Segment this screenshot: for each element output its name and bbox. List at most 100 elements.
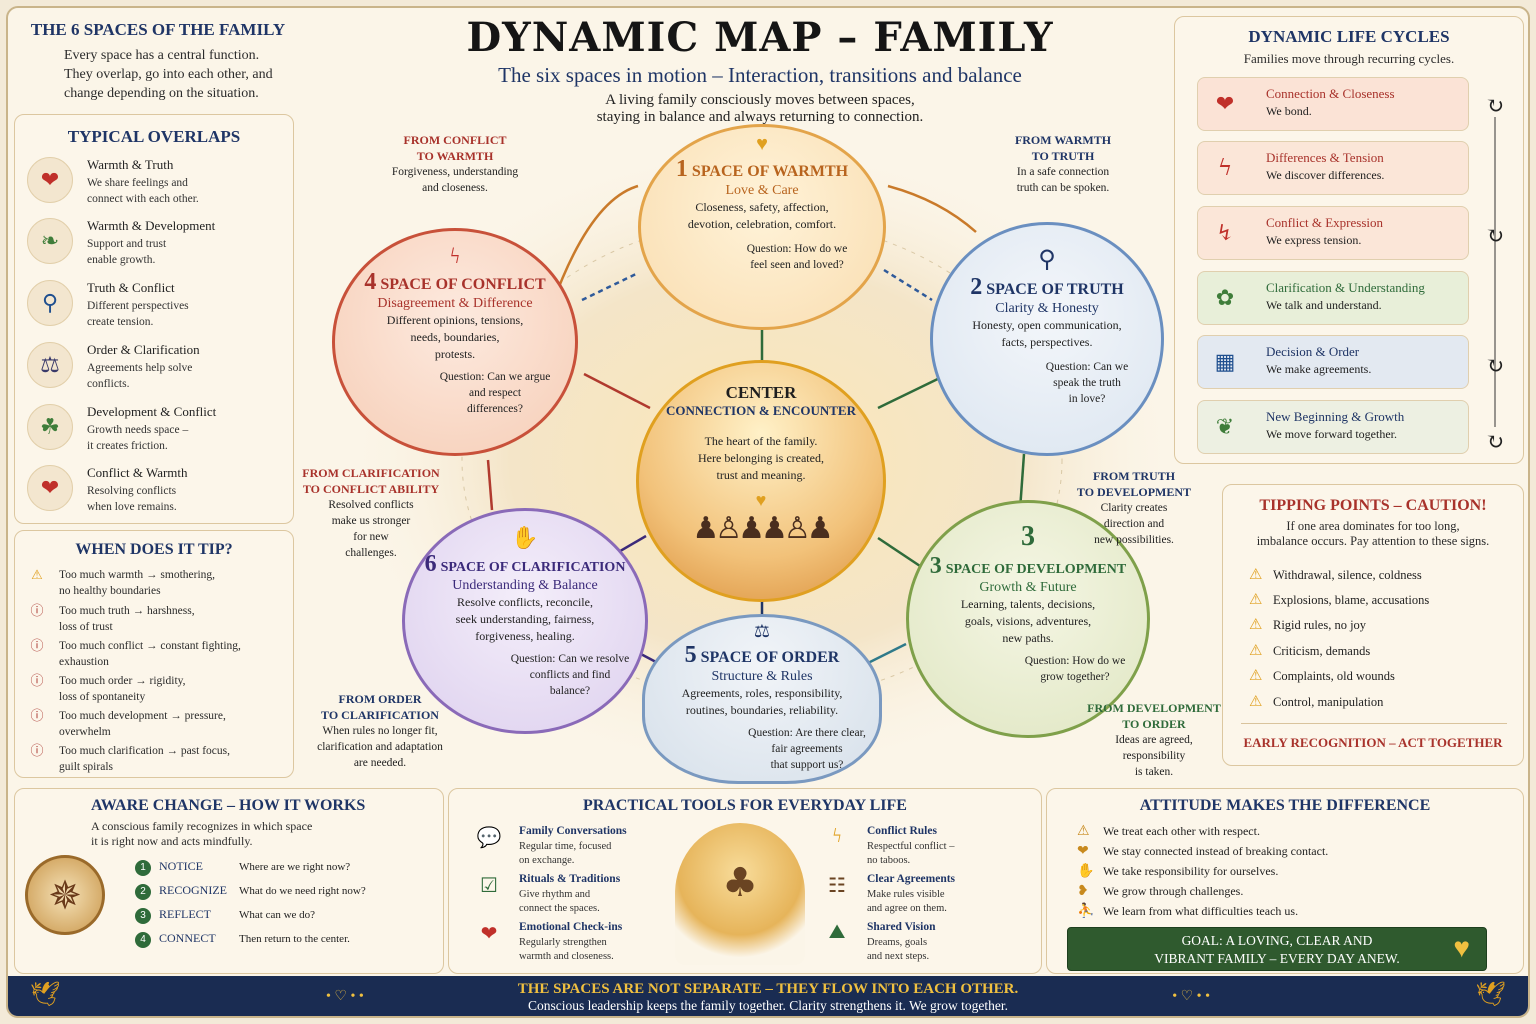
cycle-title: Differences & Tension bbox=[1266, 150, 1384, 165]
transition-title-2: TO TRUTH bbox=[1031, 149, 1095, 163]
order-question-2: fair agreements bbox=[771, 743, 843, 755]
overlap-desc: Resolving conflicts when love remains. bbox=[87, 483, 287, 515]
space-order[interactable]: ⚖ 5 SPACE OF ORDER Structure & Rules Agr… bbox=[642, 614, 882, 784]
tool-desc-2: warmth and closeness. bbox=[519, 951, 614, 962]
heart-hands-icon: ❥ bbox=[1077, 884, 1089, 899]
transition-title-1: FROM WARMTH bbox=[1014, 133, 1112, 147]
page-subtitle: The six spaces in motion – Interaction, … bbox=[498, 63, 1022, 87]
cycle-icon: ✿ bbox=[1215, 286, 1235, 311]
clarification-desc-1: Resolve conflicts, reconcile, bbox=[457, 595, 593, 609]
development-question-2: grow together? bbox=[1040, 671, 1110, 683]
transition-title-2: TO WARMTH bbox=[416, 149, 494, 163]
warmth-desc-1: Closeness, safety, affection, bbox=[695, 200, 829, 214]
overlap-desc-2: when love remains. bbox=[87, 501, 177, 513]
tipping-item: ⚠Withdrawal, silence, coldness bbox=[1249, 565, 1422, 584]
clarification-question-1: Question: Can we resolve bbox=[510, 653, 630, 665]
six-spaces-line-3: change depending on the situation. bbox=[64, 86, 259, 101]
arrow-conflict-warmth bbox=[550, 184, 639, 306]
cycle-desc: We express tension. bbox=[1266, 233, 1362, 247]
center-heart-icon: ♥ bbox=[755, 490, 767, 510]
heart-icon: ❤ bbox=[27, 465, 73, 511]
conflict-subtitle: Disagreement & Difference bbox=[377, 296, 533, 311]
clarification-desc-3: forgiveness, healing. bbox=[475, 629, 575, 643]
alert-circle-icon: ⓘ bbox=[30, 708, 44, 723]
aware-line-1: A conscious family recognizes in which s… bbox=[91, 819, 313, 833]
conflict-question-2: and respect bbox=[468, 387, 522, 399]
truth-question-3: in love? bbox=[1068, 393, 1106, 405]
tipping-line-2: imbalance occurs. Pay attention to these… bbox=[1256, 534, 1490, 548]
tool-desc-2: and agree on them. bbox=[867, 903, 947, 914]
warmth-desc-2: devotion, celebration, comfort. bbox=[687, 217, 837, 231]
transition-desc-3: are needed. bbox=[353, 757, 407, 769]
space-warmth[interactable]: ♥ 1 SPACE OF WARMTH Love & Care Closenes… bbox=[638, 124, 886, 330]
cycle-title: Conflict & Expression bbox=[1266, 215, 1383, 230]
conflict-question-1: Question: Can we argue bbox=[439, 371, 551, 383]
attitude-item: ✋We take responsibility for ourselves. bbox=[1077, 863, 1278, 880]
speech-bubble-icon: 💬 bbox=[476, 827, 502, 849]
tools-panel: PRACTICAL TOOLS FOR EVERYDAY LIFE 💬Famil… bbox=[448, 788, 1042, 974]
ornament-icon: • ♡ • • bbox=[1172, 989, 1210, 1004]
alert-circle-icon: ⓘ bbox=[30, 603, 44, 618]
conflict-question-3: differences? bbox=[467, 403, 523, 415]
space-conflict[interactable]: ϟ 4 SPACE OF CONFLICT Disagreement & Dif… bbox=[332, 228, 578, 456]
space-development[interactable]: 3 3 SPACE OF DEVELOPMENT Growth & Future… bbox=[906, 500, 1150, 738]
transition-title-1: FROM ORDER bbox=[338, 692, 422, 706]
attitude-text: We treat each other with respect. bbox=[1103, 824, 1260, 838]
attitude-panel: ATTITUDE MAKES THE DIFFERENCE ⚠We treat … bbox=[1046, 788, 1524, 974]
overlap-title: Warmth & Development bbox=[87, 218, 216, 233]
transition-desc-2: direction and bbox=[1103, 518, 1165, 530]
overlap-desc-1: Resolving conflicts bbox=[87, 485, 177, 497]
warning-icon: ⚠ bbox=[31, 567, 43, 582]
sprout-icon: ☘ bbox=[27, 404, 73, 450]
warmth-subtitle: Love & Care bbox=[725, 183, 799, 198]
person-icon: ⛹ bbox=[1077, 904, 1095, 919]
tipping-item: ⚠Control, manipulation bbox=[1249, 692, 1383, 711]
footer-line-1: THE SPACES ARE NOT SEPARATE – THEY FLOW … bbox=[517, 981, 1019, 997]
space-truth[interactable]: ⚲ 2 SPACE OF TRUTH Clarity & Honesty Hon… bbox=[930, 222, 1164, 456]
tipping-line-1: If one area dominates for too long, bbox=[1286, 519, 1460, 533]
tip-item: ⚠Too much warmth → smothering,no healthy… bbox=[29, 567, 294, 599]
clarification-desc-2: seek understanding, fairness, bbox=[455, 612, 595, 626]
order-subtitle: Structure & Rules bbox=[711, 669, 813, 684]
transition-desc-2: make us stronger bbox=[331, 515, 411, 527]
space-clarification[interactable]: ✋ 6 SPACE OF CLARIFICATION Understanding… bbox=[402, 508, 648, 734]
six-spaces-intro: THE 6 SPACES OF THE FAMILY Every space h… bbox=[18, 20, 298, 103]
development-number: 3 bbox=[929, 553, 942, 579]
life-cycles-title: DYNAMIC LIFE CYCLES bbox=[1248, 27, 1450, 46]
tipping-item: ⚠Explosions, blame, accusations bbox=[1249, 590, 1429, 609]
arrow-dashed-right bbox=[883, 268, 933, 302]
transition-warmth-truth: FROM WARMTH TO TRUTH In a safe connectio… bbox=[978, 132, 1148, 196]
refresh-icon: ↻ bbox=[1486, 354, 1504, 379]
refresh-icon: ↻ bbox=[1486, 224, 1504, 249]
tool-desc: Respectful conflict –no taboos. bbox=[867, 840, 987, 868]
transition-desc-3: for new bbox=[353, 531, 389, 543]
leaf-icon: ❧ bbox=[27, 218, 73, 264]
divider bbox=[1241, 723, 1507, 724]
overlap-desc-1: We share feelings and bbox=[87, 177, 188, 189]
warmth-number: 1 bbox=[675, 156, 688, 182]
clarification-subtitle: Understanding & Balance bbox=[452, 578, 598, 593]
footer-banner: THE SPACES ARE NOT SEPARATE – THEY FLOW … bbox=[8, 976, 1528, 1016]
attitude-item: ⚠We treat each other with respect. bbox=[1077, 823, 1260, 840]
tool-desc-1: Regularly strengthen bbox=[519, 937, 607, 948]
space-center[interactable]: CENTER CONNECTION & ENCOUNTER The heart … bbox=[636, 360, 886, 602]
lightning-icon: ϟ bbox=[1217, 156, 1233, 181]
step-key: REFLECT bbox=[159, 907, 212, 921]
hands-icon: ❤ bbox=[1077, 844, 1089, 859]
transition-development-order: FROM DEVELOPMENT TO ORDER Ideas are agre… bbox=[1084, 700, 1224, 780]
cycle-desc: We move forward together. bbox=[1266, 427, 1397, 441]
order-desc-1: Agreements, roles, responsibility, bbox=[681, 686, 843, 700]
